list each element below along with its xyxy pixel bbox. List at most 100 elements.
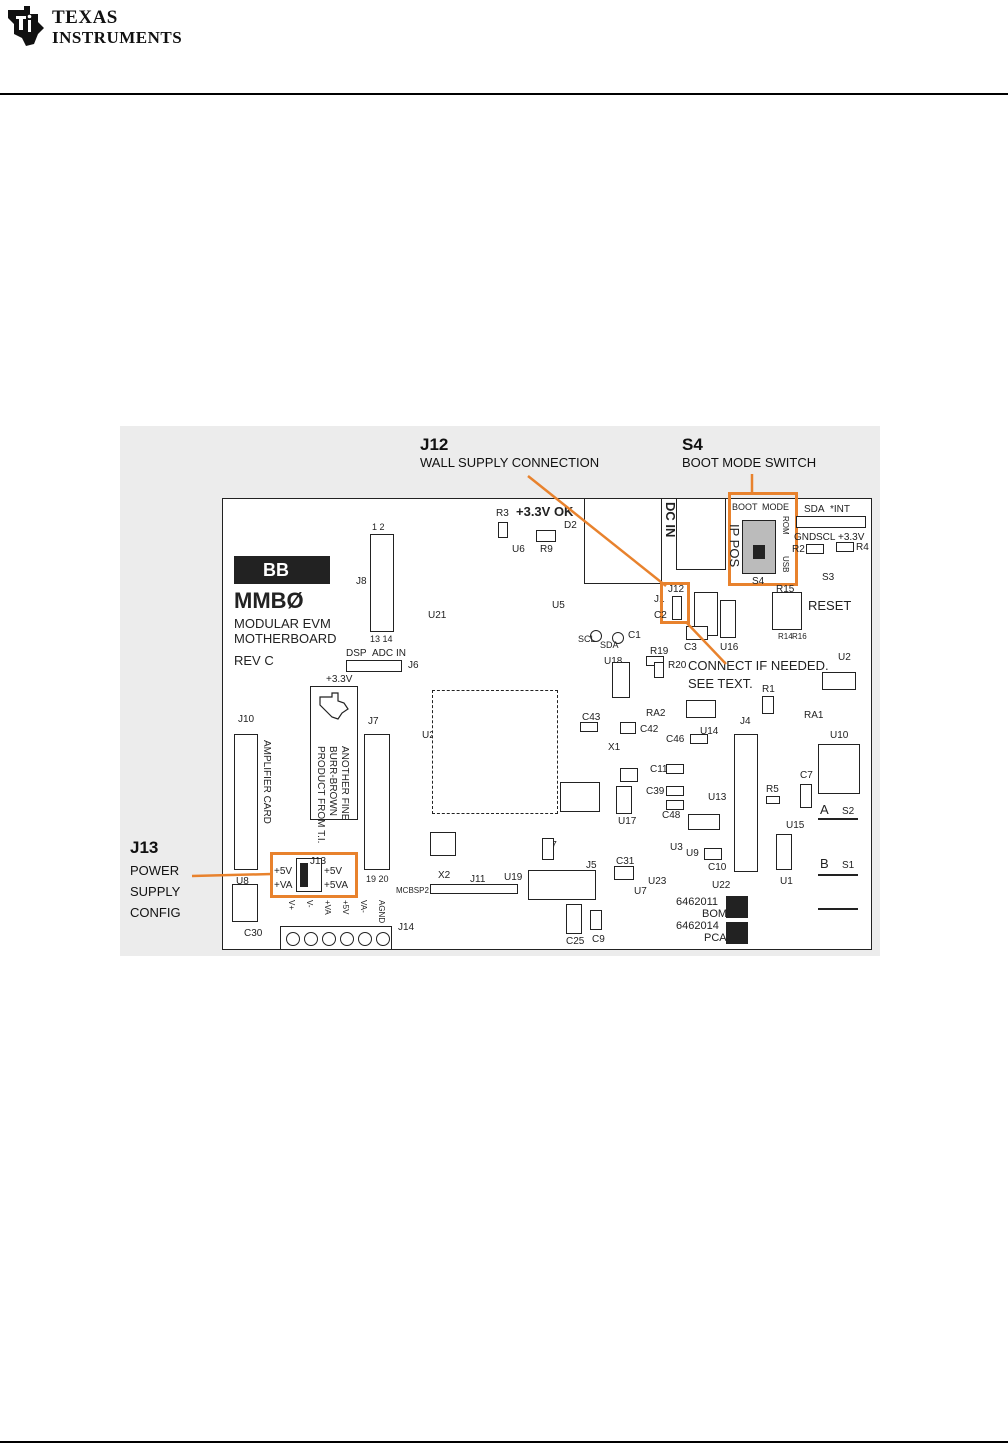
c43-part <box>580 722 598 732</box>
terminal-screw <box>322 932 336 946</box>
board-line-3: REV C <box>234 653 274 668</box>
s4-highlight <box>728 492 798 586</box>
c43-label: C43 <box>582 712 601 723</box>
callout-s4: S4 BOOT MODE SWITCH <box>682 434 816 472</box>
r15-label: R15 <box>776 584 795 595</box>
u5-label: U5 <box>552 600 565 611</box>
c11-part <box>666 764 684 774</box>
relay-block <box>560 782 600 812</box>
sda-label: SDA <box>804 504 825 515</box>
callout-s4-caption: BOOT MODE SWITCH <box>682 455 817 471</box>
bom-number: 6462011 <box>676 896 719 908</box>
tagline-block <box>310 686 358 820</box>
r5-part <box>766 796 780 804</box>
i2c-header <box>796 516 866 528</box>
header-rule <box>0 93 1008 95</box>
s1-button[interactable] <box>818 874 858 876</box>
c11-label: C11 <box>650 764 668 775</box>
r9-label: R9 <box>540 544 553 555</box>
c42-label: C42 <box>640 724 659 735</box>
j11-header <box>430 884 518 894</box>
u14-label: U14 <box>700 726 719 737</box>
j12-leader-line <box>527 475 667 587</box>
r2-part <box>806 544 824 554</box>
s4-switch-knob[interactable] <box>753 545 765 559</box>
u19-label: U19 <box>504 872 523 883</box>
r9-part <box>536 530 556 542</box>
r4-part <box>836 542 854 552</box>
u8-label: U8 <box>236 876 249 887</box>
ok-label: +3.3V OK <box>516 504 574 519</box>
adc-label: ADC <box>372 648 394 659</box>
c48-label: C48 <box>662 810 681 821</box>
j12-highlight <box>660 582 690 624</box>
int-label: *INT <box>830 504 850 515</box>
v33-small-label: +3.3V <box>326 674 353 685</box>
j14-terminal-block <box>280 926 392 950</box>
x2-label: X2 <box>438 870 451 881</box>
s3-button-line[interactable] <box>818 908 858 910</box>
callout-j13-line-3: CONFIG <box>130 904 181 920</box>
s4-label: S4 <box>752 576 765 587</box>
c46-label: C46 <box>666 734 685 745</box>
scl-label: SCL <box>816 532 836 543</box>
j13-shunt <box>300 863 308 887</box>
ti-logo: TEXAS INSTRUMENTS <box>4 2 194 50</box>
gnd-label: GND <box>794 532 817 543</box>
j13-5v-right-label: +5V <box>324 866 343 877</box>
s4-switch[interactable] <box>742 520 776 574</box>
c46-part <box>690 734 708 744</box>
ra1-label: RA1 <box>804 710 824 721</box>
c42-part <box>620 722 636 734</box>
scl-testpoint <box>590 630 602 642</box>
c10-part <box>704 848 722 860</box>
terminal-screw <box>358 932 372 946</box>
v33-label: +3.3V <box>838 532 865 543</box>
u18-label: U18 <box>604 656 622 667</box>
s2-button[interactable] <box>818 818 858 820</box>
c3-label: C3 <box>684 642 697 653</box>
r1-part <box>762 696 774 714</box>
callout-s4-title: S4 <box>682 435 703 454</box>
r1-label: R1 <box>762 684 775 695</box>
r3-part <box>498 522 508 538</box>
r14-r16-block <box>772 592 802 630</box>
u4-part <box>688 814 720 830</box>
c7-label: C7 <box>800 770 813 781</box>
board-line-1: MODULAR EVM <box>234 616 331 631</box>
u2-label: U2 <box>838 652 851 663</box>
u9-label: U9 <box>686 848 699 859</box>
u8-mid-part <box>686 700 716 718</box>
u21-label: U21 <box>428 610 447 621</box>
c25-part <box>566 904 582 934</box>
brand-line-1: TEXAS <box>52 7 118 28</box>
c39-part <box>666 786 684 796</box>
a-label: A <box>820 802 829 817</box>
u10-part <box>818 744 860 794</box>
j8-pins-top: 1 2 <box>372 522 385 532</box>
terminal-screw <box>286 932 300 946</box>
u3-label: U3 <box>670 842 683 853</box>
dsp-label: DSP <box>346 648 367 659</box>
u7-label: U7 <box>634 886 647 897</box>
r14-label: R14 <box>778 632 793 641</box>
c7-part <box>800 784 812 808</box>
u13-label: U13 <box>708 792 727 803</box>
c39-label: C39 <box>646 786 665 797</box>
u23-label: U23 <box>648 876 667 887</box>
u17-label: U17 <box>618 816 637 827</box>
j13-label: J13 <box>310 856 327 867</box>
ti-map-icon <box>319 692 349 720</box>
callout-j12: J12 WALL SUPPLY CONNECTION <box>420 434 599 472</box>
u22-label: U22 <box>712 880 731 891</box>
c1-label: C1 <box>628 630 641 641</box>
j7-label: J7 <box>368 716 379 727</box>
u6-label: U6 <box>512 544 525 555</box>
r20-part <box>654 662 664 678</box>
callout-j13-title: J13 <box>130 838 159 857</box>
x1-label: X1 <box>608 742 621 753</box>
c31-part <box>614 866 634 880</box>
dc-jack-j1 <box>584 498 662 584</box>
bb-logo: BB <box>234 556 330 584</box>
